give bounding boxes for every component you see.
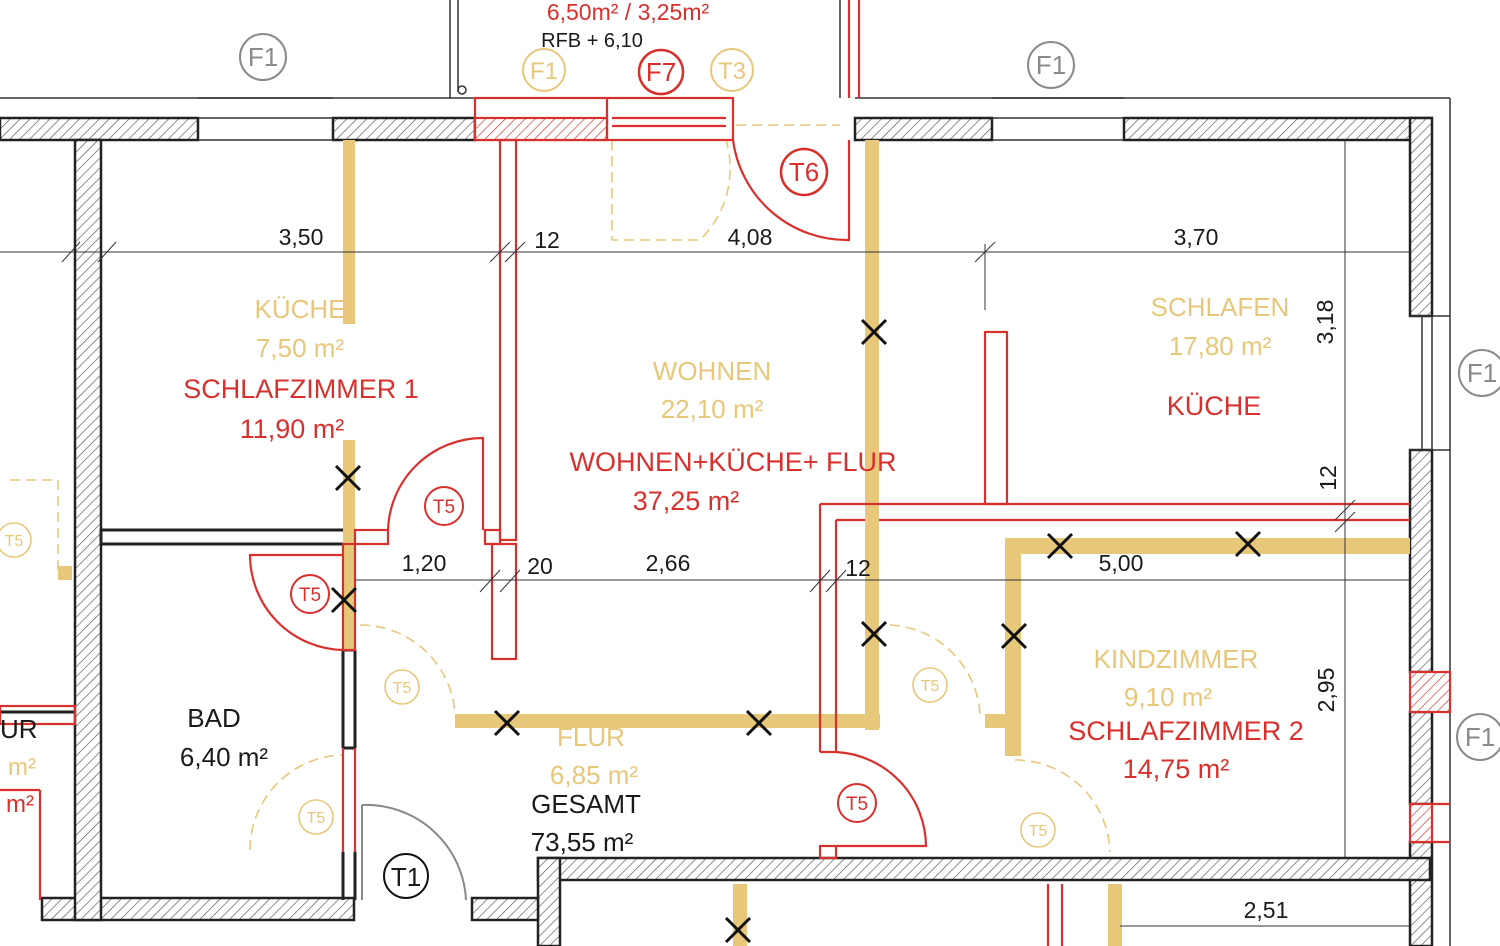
x-marker — [1000, 622, 1028, 650]
x-marker — [1234, 530, 1262, 558]
marker-t5-b: T5 — [299, 585, 321, 606]
room-wohnen-old-name: WOHNEN — [653, 356, 771, 386]
room-schlafzimmer1-area: 11,90 m² — [240, 414, 345, 444]
new-walls — [0, 0, 1452, 946]
room-schlafzimmer2-area: 14,75 m² — [1123, 754, 1230, 784]
room-left-cut-area2: m² — [6, 791, 34, 818]
room-wohnen-old-area: 22,10 m² — [661, 394, 764, 424]
new-doors — [248, 139, 928, 848]
x-marker — [334, 464, 362, 492]
demolished-walls — [58, 140, 1410, 946]
marker-t5-d: T5 — [393, 680, 412, 697]
x-marker — [493, 709, 521, 737]
room-flur-old-name: FLUR — [557, 722, 625, 752]
dim-12-top: 12 — [534, 227, 560, 253]
marker-t5-f: T5 — [307, 810, 326, 827]
total-area: 73,55 m² — [531, 827, 634, 857]
room-kueche-old-area: 7,50 m² — [256, 333, 344, 363]
entry-door — [361, 803, 467, 901]
marker-f1-top-right: F1 — [1036, 50, 1066, 80]
top-area-note: 6,50m² / 3,25m² — [547, 0, 710, 25]
dim-12-right: 12 — [1315, 465, 1341, 491]
x-marker — [860, 318, 888, 346]
marker-t1: T1 — [391, 862, 421, 892]
labels: 6,50m² / 3,25m² RFB + 6,10 F1 F1 F1 F1 F… — [0, 0, 1497, 923]
dim-120: 1,20 — [402, 550, 447, 576]
room-flur-old-area: 6,85 m² — [550, 760, 638, 790]
marker-t3: T3 — [718, 58, 746, 85]
rfb-note: RFB + 6,10 — [541, 30, 643, 52]
marker-f1-right-lower: F1 — [1465, 722, 1495, 752]
room-left-cut-area1: m² — [8, 754, 36, 781]
dim-295: 2,95 — [1313, 668, 1339, 713]
room-kueche-old-name: KÜCHE — [254, 294, 345, 324]
dim-500: 5,00 — [1099, 550, 1144, 576]
room-left-cut-name: UR — [0, 714, 38, 744]
x-marker — [724, 916, 752, 944]
x-marker — [745, 709, 773, 737]
dim-370: 3,70 — [1174, 224, 1219, 250]
marker-t6: T6 — [789, 157, 819, 187]
room-schlafzimmer2-name: SCHLAFZIMMER 2 — [1068, 716, 1304, 746]
room-schlafen-old-name: SCHLAFEN — [1151, 292, 1290, 322]
marker-t5-e: T5 — [921, 678, 940, 695]
room-schlafen-old-area: 17,80 m² — [1169, 331, 1272, 361]
dim-251: 2,51 — [1244, 897, 1289, 923]
exterior-walls — [0, 116, 1434, 946]
room-kueche-new-name: KÜCHE — [1167, 391, 1262, 421]
marker-f1-top-left: F1 — [248, 42, 278, 72]
dimension-lines — [0, 140, 1410, 927]
marker-t5-g: T5 — [1029, 823, 1048, 840]
marker-t5-c: T5 — [846, 794, 868, 815]
room-kindzimmer-old-name: KINDZIMMER — [1094, 644, 1259, 674]
dim-266: 2,66 — [646, 550, 691, 576]
dim-350: 3,50 — [279, 224, 324, 250]
room-bad-name: BAD — [187, 703, 240, 733]
total-label: GESAMT — [531, 789, 641, 819]
dim-20: 20 — [527, 553, 553, 579]
room-wohnen-new-name: WOHNEN+KÜCHE+ FLUR — [569, 447, 896, 477]
x-marker — [330, 586, 358, 614]
dim-318: 3,18 — [1312, 300, 1338, 345]
marker-f7: F7 — [646, 57, 676, 87]
x-marker — [1046, 532, 1074, 560]
dim-12-mid: 12 — [845, 555, 871, 581]
room-kindzimmer-old-area: 9,10 m² — [1124, 682, 1212, 712]
marker-f1-gold: F1 — [530, 58, 558, 85]
dim-408: 4,08 — [728, 224, 773, 250]
marker-t5-a: T5 — [433, 497, 455, 518]
interior-walls — [0, 528, 357, 900]
room-schlafzimmer1-name: SCHLAFZIMMER 1 — [183, 374, 419, 404]
demolition-markers — [330, 318, 1262, 944]
x-marker — [860, 620, 888, 648]
circle-markers — [0, 33, 1500, 899]
room-wohnen-new-area: 37,25 m² — [633, 486, 740, 516]
marker-t5-h: T5 — [5, 533, 24, 550]
marker-f1-right-upper: F1 — [1467, 358, 1497, 388]
room-bad-area: 6,40 m² — [180, 742, 268, 772]
